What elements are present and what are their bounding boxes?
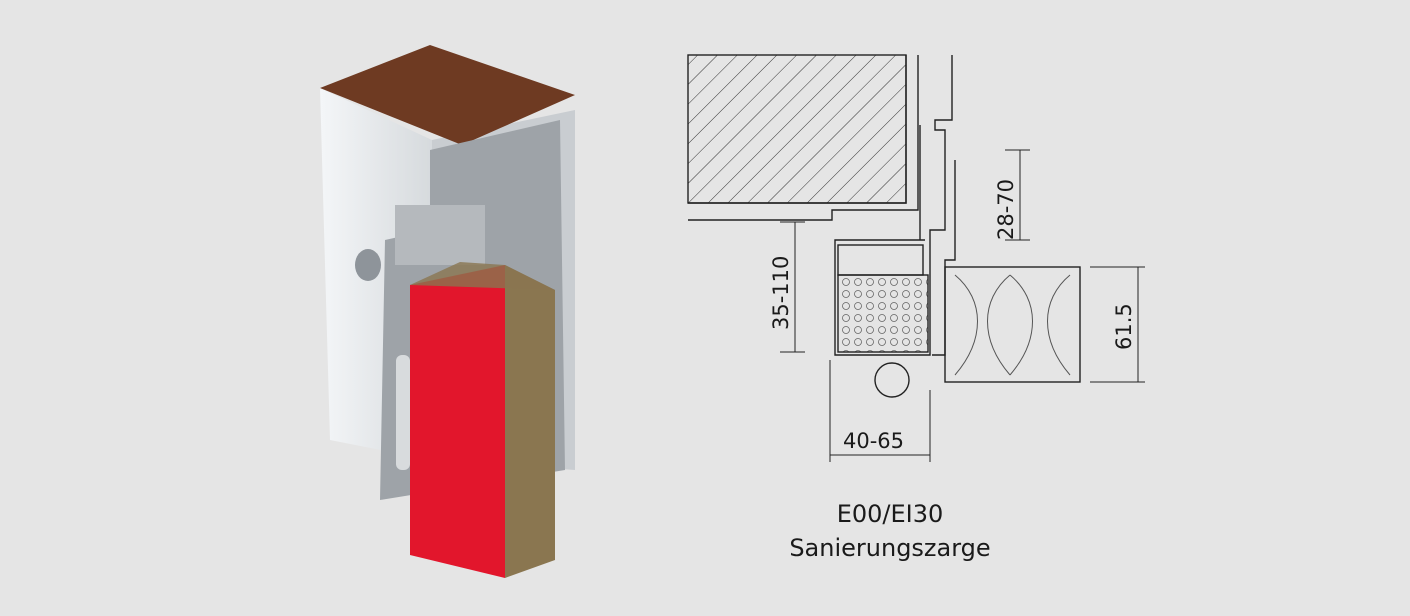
adjustment-knob [355,249,381,281]
door-leaf-top [410,262,555,290]
dimension-lines [780,149,1145,462]
frame-filler [837,274,929,353]
door-leaf-edge [505,265,555,578]
frame-chamber [837,244,924,276]
hinge [396,355,410,470]
caption-product-name: Sanierungszarge [789,534,991,562]
frame-profile [834,55,956,356]
dimension-reveal: 28-70 [994,179,1018,240]
anchor-bracket [395,205,485,265]
hinge-section [874,362,910,398]
plaster-line [688,55,919,221]
dimension-wall-thickness: 35-110 [769,256,793,330]
section-drawing [687,54,1145,462]
caption-rating: E00/EI30 [836,500,944,528]
door-leaf-front [410,265,505,578]
door-section [944,266,1081,383]
brick-top [320,45,575,145]
dimension-door-thickness: 61.5 [1112,303,1136,350]
door-frame-render [320,45,575,578]
wall-section [687,54,907,204]
dimension-frame-width: 40-65 [843,429,904,453]
door-insulation [954,274,1071,376]
